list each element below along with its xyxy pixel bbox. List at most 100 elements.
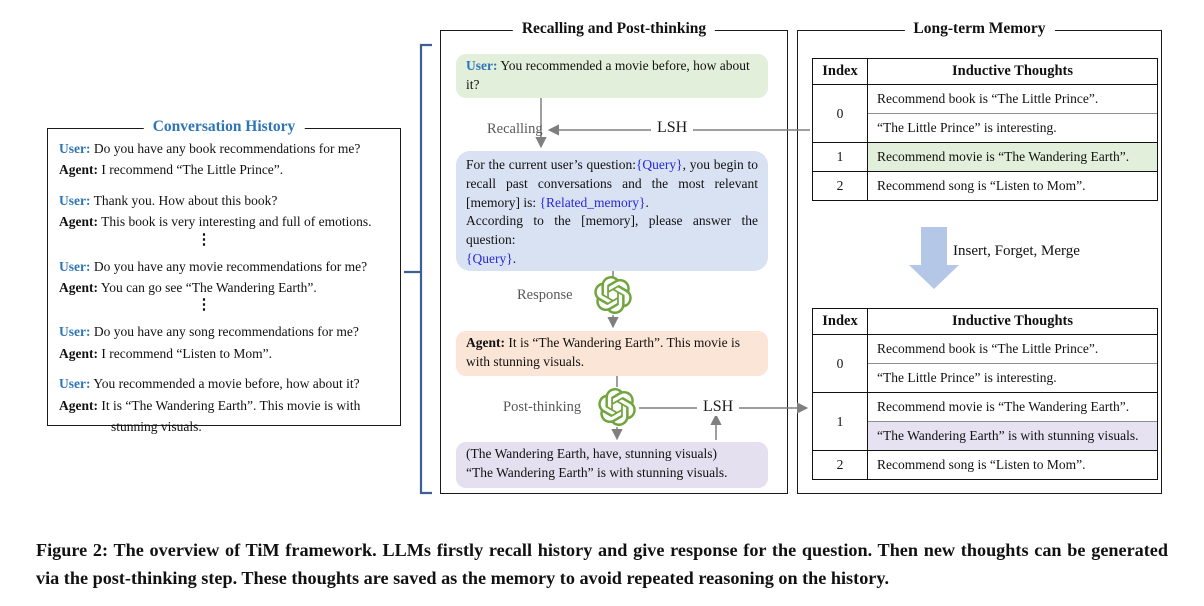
long-term-memory-title: Long-term Memory xyxy=(904,20,1055,38)
agent-turn: Agent: It is “The Wandering Earth”. This… xyxy=(59,395,389,438)
agent-text: I recommend “Listen to Mom”. xyxy=(101,345,272,361)
agent-label: Agent: xyxy=(59,280,98,296)
user-text: You recommended a movie before, how abou… xyxy=(93,376,360,392)
index-cell: 1 xyxy=(813,393,868,450)
agent-label: Agent: xyxy=(59,397,98,413)
table-header: Index Inductive Thoughts xyxy=(813,59,1157,85)
agent-turn: Agent: This book is very interesting and… xyxy=(59,211,389,232)
thought-cell: “The Little Prince” is interesting. xyxy=(868,113,1157,142)
user-text: Do you have any movie recommendations fo… xyxy=(93,258,368,274)
conversation-pair: User: Do you have any song recommendatio… xyxy=(59,321,389,364)
agent-text: This book is very interesting and full o… xyxy=(101,214,372,230)
query-placeholder: {Query} xyxy=(466,250,513,266)
user-label: User: xyxy=(59,258,91,274)
user-turn: User: Thank you. How about this book? xyxy=(59,190,389,211)
table-row-group: 0 Recommend book is “The Little Prince”.… xyxy=(813,85,1157,143)
table-row-group: 2 Recommend song is “Listen to Mom”. xyxy=(813,451,1157,479)
agent-text: It is “The Wandering Earth”. This movie … xyxy=(101,397,361,435)
table-row-group: 2 Recommend song is “Listen to Mom”. xyxy=(813,172,1157,200)
memory-update-arrow xyxy=(921,227,947,266)
thought-sentence: “The Wandering Earth” is with stunning v… xyxy=(466,464,728,480)
agent-label: Agent: xyxy=(59,162,98,178)
figure-caption: Figure 2: The overview of TiM framework.… xyxy=(36,540,1168,588)
agent-label: Agent: xyxy=(466,335,505,350)
agent-label: Agent: xyxy=(59,345,98,361)
prompt-text: According to the [memory], please answer… xyxy=(466,213,758,248)
thought-cell: Recommend book is “The Little Prince”. xyxy=(877,341,1099,356)
agent-turn: Agent: I recommend “Listen to Mom”. xyxy=(59,343,389,364)
index-cell: 1 xyxy=(813,143,868,171)
conversation-history-body: User: Do you have any book recommendatio… xyxy=(59,138,389,437)
lsh-bottom-label: LSH xyxy=(697,398,740,416)
agent-response-bubble: Agent: It is “The Wandering Earth”. This… xyxy=(456,331,768,376)
lsh-top-label: LSH xyxy=(651,119,694,137)
recall-prompt-bubble: For the current user’s question:{Query},… xyxy=(456,151,768,271)
agent-text: I recommend “The Little Prince”. xyxy=(101,162,284,178)
memory-update-arrow-head xyxy=(909,265,959,289)
ellipsis: ⋮ xyxy=(196,297,212,314)
thought-cell: “The Little Prince” is interesting. xyxy=(868,363,1157,392)
index-cell: 2 xyxy=(813,172,868,200)
agent-response-text: It is “The Wandering Earth”. This movie … xyxy=(466,335,740,369)
user-turn: User: Do you have any book recommendatio… xyxy=(59,138,389,159)
conversation-pair: User: Do you have any movie recommendati… xyxy=(59,256,389,299)
memory-table-before: Index Inductive Thoughts 0 Recommend boo… xyxy=(812,58,1158,201)
thought-cell: Recommend movie is “The Wandering Earth”… xyxy=(877,399,1130,414)
recalling-label: Recalling xyxy=(487,121,543,137)
query-placeholder: {Query} xyxy=(635,157,683,172)
user-question-bubble: User: You recommended a movie before, ho… xyxy=(456,54,768,98)
table-row-group: 1 Recommend movie is “The Wandering Eart… xyxy=(813,393,1157,451)
conversation-history-panel: Conversation History xyxy=(47,118,401,426)
thoughts-header: Inductive Thoughts xyxy=(951,313,1073,329)
prompt-text: . xyxy=(512,250,517,266)
user-turn: User: You recommended a movie before, ho… xyxy=(59,373,389,394)
index-cell: 0 xyxy=(813,85,868,142)
user-text: Do you have any song recommendations for… xyxy=(93,324,359,340)
index-header: Index xyxy=(813,59,868,84)
conversation-pair: User: You recommended a movie before, ho… xyxy=(59,373,389,437)
related-memory-placeholder: {Related_memory} xyxy=(539,194,646,210)
user-question-text: You recommended a movie before, how abou… xyxy=(466,58,750,92)
table-row-group: 1 Recommend movie is “The Wandering Eart… xyxy=(813,143,1157,172)
conversation-history-title: Conversation History xyxy=(143,118,305,136)
user-text: Do you have any book recommendations for… xyxy=(93,141,361,156)
thought-triple: (The Wandering Earth, have, stunning vis… xyxy=(466,446,717,461)
table-row-group: 0 Recommend book is “The Little Prince”.… xyxy=(813,335,1157,393)
thoughts-header: Inductive Thoughts xyxy=(951,63,1073,79)
agent-text: You can go see “The Wandering Earth”. xyxy=(100,280,317,296)
thought-cell: Recommend book is “The Little Prince”. xyxy=(877,91,1099,106)
index-header: Index xyxy=(813,309,868,334)
conversation-pair: User: Do you have any book recommendatio… xyxy=(59,138,389,181)
llm-openai-icon xyxy=(594,276,632,314)
user-turn: User: Do you have any song recommendatio… xyxy=(59,321,389,342)
llm-openai-icon xyxy=(598,388,636,426)
history-bracket xyxy=(419,43,432,495)
thought-cell-highlighted: Recommend movie is “The Wandering Earth”… xyxy=(868,143,1157,171)
agent-turn: Agent: I recommend “The Little Prince”. xyxy=(59,159,389,180)
thought-cell: Recommend song is “Listen to Mom”. xyxy=(877,457,1086,472)
index-cell: 2 xyxy=(813,451,868,479)
user-label: User: xyxy=(59,376,91,392)
user-label: User: xyxy=(466,58,498,73)
insert-forget-merge-label: Insert, Forget, Merge xyxy=(953,243,1080,259)
user-label: User: xyxy=(59,192,91,208)
user-label: User: xyxy=(59,324,91,340)
thought-cell: Recommend song is “Listen to Mom”. xyxy=(877,178,1086,193)
post-thought-bubble: (The Wandering Earth, have, stunning vis… xyxy=(456,442,768,488)
agent-label: Agent: xyxy=(59,214,98,230)
conversation-pair: User: Thank you. How about this book? Ag… xyxy=(59,190,389,233)
user-label: User: xyxy=(59,141,91,156)
user-turn: User: Do you have any movie recommendati… xyxy=(59,256,389,277)
prompt-text: . xyxy=(645,194,649,210)
prompt-text: , you begin to recall past conversations… xyxy=(466,157,759,210)
ellipsis: ⋮ xyxy=(196,231,212,248)
user-text: Thank you. How about this book? xyxy=(93,192,278,208)
recalling-postthinking-title: Recalling and Post-thinking xyxy=(512,20,716,38)
agent-turn: Agent: You can go see “The Wandering Ear… xyxy=(59,277,389,298)
post-thinking-label: Post-thinking xyxy=(503,399,582,415)
prompt-text: For the current user’s question: xyxy=(466,157,636,172)
memory-table-after: Index Inductive Thoughts 0 Recommend boo… xyxy=(812,308,1158,480)
index-cell: 0 xyxy=(813,335,868,392)
thought-cell-highlighted: “The Wandering Earth” is with stunning v… xyxy=(868,421,1157,450)
